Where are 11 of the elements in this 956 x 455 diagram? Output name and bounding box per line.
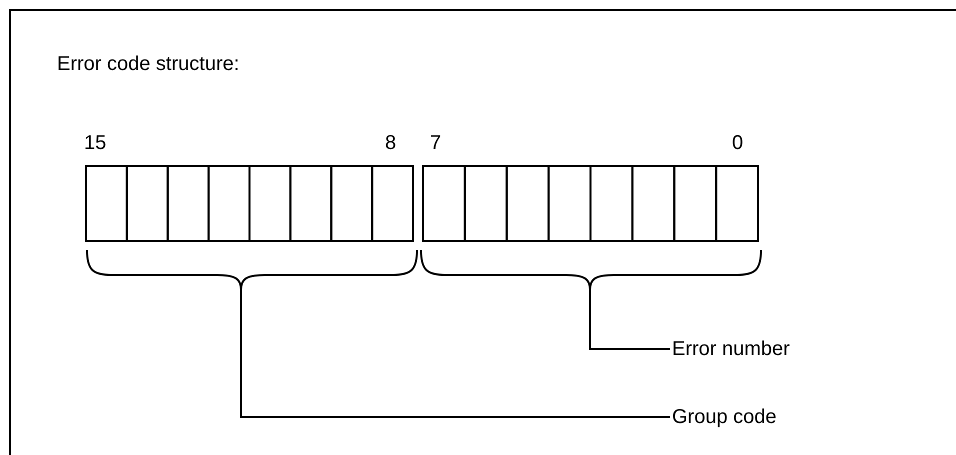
byte-field-drawing [419, 165, 763, 310]
bit-number: 15 [84, 131, 106, 155]
byte-field-drawing [85, 165, 419, 310]
bit-number: 8 [385, 131, 396, 155]
field-name: Error number [672, 337, 790, 361]
leader-line [589, 310, 670, 350]
bit-number: 0 [732, 131, 744, 155]
bit-number: 7 [430, 131, 442, 155]
leader-line [240, 310, 670, 418]
field-name: Group code [672, 405, 777, 429]
diagram-title: Error code structure: [57, 52, 240, 76]
